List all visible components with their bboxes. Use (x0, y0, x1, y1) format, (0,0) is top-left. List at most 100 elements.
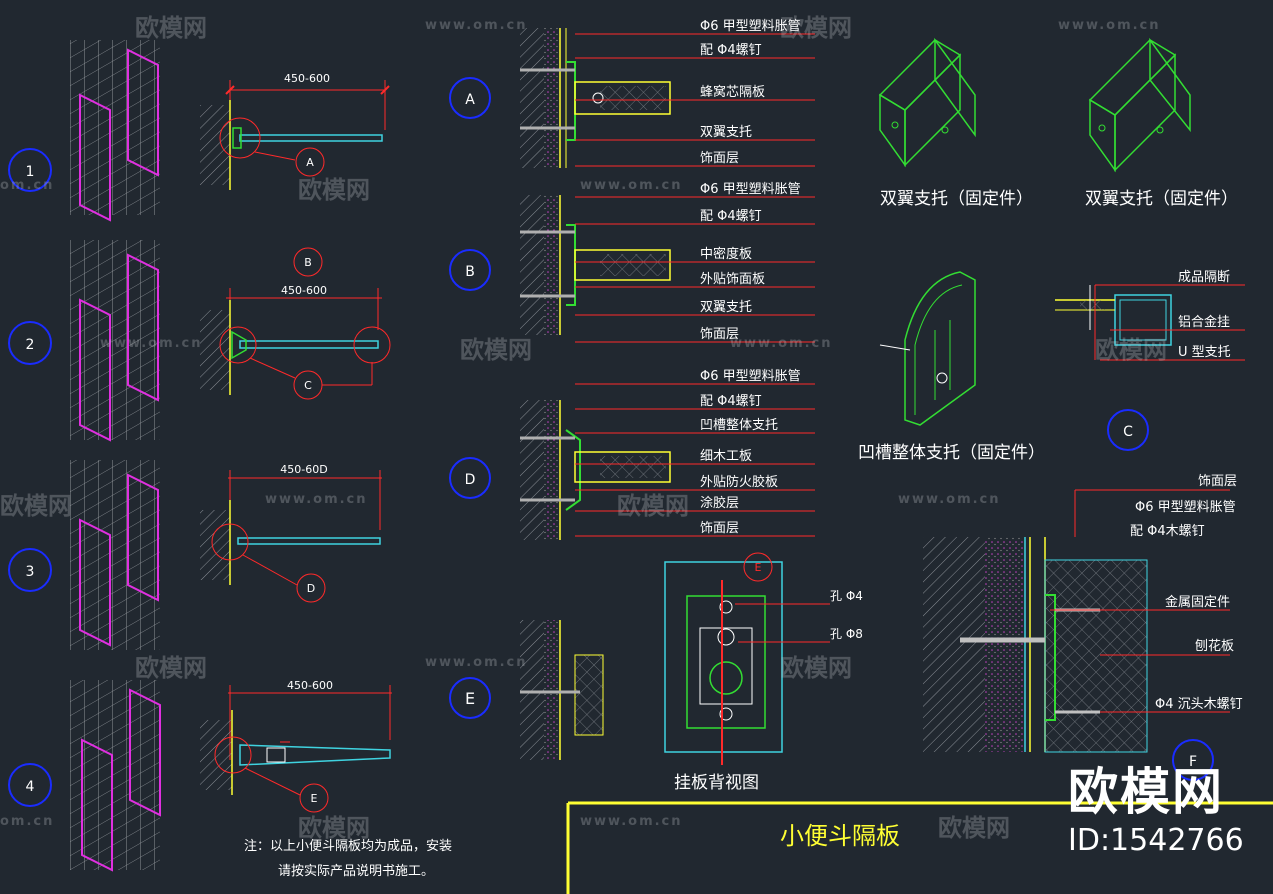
detail-label: Φ6 甲型塑料胀管 (700, 182, 801, 197)
drawing-title: 小便斗隔板 (780, 822, 900, 850)
watermark-url: www.om.cn (730, 336, 833, 351)
view-number-4: 4 (8, 763, 52, 807)
marker-C-large: C (1123, 424, 1133, 440)
marker-E-hang: E (755, 561, 762, 574)
watermark-brand: 欧模网 (135, 14, 207, 42)
watermark-url: www.om.cn (100, 336, 203, 351)
detail-F: 饰面层 Φ6 甲型塑料胀管 配 Φ4木螺钉 金属固定件 刨花板 Φ4 沉头木螺钉… (923, 474, 1243, 781)
watermark-url: www.om.cn (265, 492, 368, 507)
detail-label: 饰面层 (700, 327, 739, 342)
marker-B: B (304, 256, 312, 269)
marker-A: A (306, 156, 314, 169)
detail-label: 饰面层 (700, 151, 739, 166)
watermark-url: www.om.cn (580, 178, 683, 193)
double-wing-bracket-2 (1088, 37, 1191, 173)
detail-label: 外贴饰面板 (700, 272, 765, 287)
dim-label: 450-600 (284, 72, 330, 85)
detail-label: 双翼支托 (700, 125, 752, 140)
detail-label: 外贴防火胶板 (700, 474, 778, 490)
detail-label: 中密度板 (700, 246, 752, 262)
view-number-label: 3 (26, 564, 35, 580)
f-label-5: Φ4 沉头木螺钉 (1155, 697, 1243, 712)
detail-C: 成品隔断 铝合金挂 U 型支托 C (1055, 270, 1245, 451)
watermark-brand: 欧模网 (1095, 336, 1167, 364)
note-line-1: 注：以上小便斗隔板均为成品，安装 (244, 839, 452, 854)
watermark-brand: 欧模网 (298, 176, 370, 204)
watermark-url: www.om.cn (580, 814, 683, 829)
groove-bracket (879, 271, 976, 426)
watermark-brand: 欧模网 (780, 14, 852, 42)
detail-label: 涂胶层 (700, 495, 739, 511)
view-1 (70, 40, 160, 222)
watermark-brand: 欧模网 (0, 492, 72, 520)
plan-view-3: 450-60D D (200, 463, 382, 603)
watermark-url: om.cn (0, 814, 55, 829)
hole-label-8: 孔 Φ8 (830, 627, 863, 641)
detail-label: 配 Φ4螺钉 (700, 394, 762, 409)
view-number-3: 3 (8, 548, 52, 592)
note-line-2: 请按实际产品说明书施工。 (278, 864, 434, 879)
plan-view-2: B 450-600 C (200, 247, 391, 400)
hole-label-4: 孔 Φ4 (830, 589, 863, 603)
iso-caption-3: 凹槽整体支托（固定件） (858, 443, 1045, 463)
watermark-url: www.om.cn (898, 492, 1001, 507)
view-2 (70, 240, 160, 442)
detail-D: D (449, 400, 671, 540)
watermark-url: om.cn (0, 178, 55, 193)
f-label-0: 饰面层 (1198, 474, 1237, 489)
plan-view-1: 450-600 A (200, 72, 390, 190)
dim-label: 450-600 (287, 679, 333, 692)
marker-A-large: A (465, 92, 475, 108)
c-label-2: U 型支托 (1178, 345, 1231, 360)
watermark-brand: 欧模网 (135, 654, 207, 682)
view-number-1: 1 (8, 148, 52, 192)
marker-B-large: B (465, 264, 475, 280)
title-block: 小便斗隔板 (566, 801, 1273, 894)
hang-plate-caption: 挂板背视图 (674, 773, 759, 793)
dim-label-alt: 450-60D (280, 463, 327, 476)
view-3 (70, 460, 160, 650)
view-number-label: 1 (26, 164, 35, 180)
detail-label: 凹槽整体支托 (700, 418, 778, 433)
f-label-4: 刨花板 (1195, 638, 1234, 654)
marker-E-large: E (465, 689, 475, 708)
brand-id: ID:1542766 (1068, 823, 1244, 858)
marker-C: C (304, 379, 312, 392)
watermark-url: www.om.cn (425, 18, 528, 33)
iso-caption-2: 双翼支托（固定件） (1085, 189, 1238, 209)
detail-A: A (449, 28, 671, 168)
view-number-label: 4 (26, 779, 35, 795)
marker-F-large: F (1189, 754, 1197, 770)
detail-label: 细木工板 (700, 449, 752, 464)
watermark-url: www.om.cn (1058, 18, 1161, 33)
marker-E-small: E (311, 792, 318, 805)
view-4 (70, 680, 161, 872)
detail-label: 双翼支托 (700, 300, 752, 315)
detail-label: 蜂窝芯隔板 (700, 84, 765, 100)
plan-view-4: 450-600 E (200, 679, 392, 813)
watermark-brand: 欧模网 (460, 336, 532, 364)
hang-plate-back-view: E 孔 Φ4 孔 Φ8 挂板背视图 (664, 552, 863, 793)
detail-label: 配 Φ4螺钉 (700, 209, 762, 224)
watermark-url: www.om.cn (425, 655, 528, 670)
brand-stamp: 欧模网 ID:1542766 (1068, 765, 1244, 859)
watermark-brand: 欧模网 (938, 814, 1010, 842)
watermark-brand: 欧模网 (298, 814, 370, 842)
detail-label: 配 Φ4螺钉 (700, 43, 762, 58)
marker-D-large: D (465, 472, 476, 488)
detail-B: B (449, 195, 671, 335)
detail-E: E (449, 620, 604, 760)
detail-label: Φ6 甲型塑料胀管 (700, 19, 801, 34)
double-wing-bracket-1 (878, 37, 976, 168)
c-label-0: 成品隔断 (1178, 270, 1230, 285)
watermark-brand: 欧模网 (780, 654, 852, 682)
f-label-3: 金属固定件 (1165, 594, 1230, 610)
detail-label: Φ6 甲型塑料胀管 (700, 369, 801, 384)
view-number-2: 2 (8, 321, 52, 365)
f-label-1: Φ6 甲型塑料胀管 (1135, 500, 1236, 515)
view-number-label: 2 (26, 337, 35, 353)
watermark-brand: 欧模网 (617, 492, 689, 520)
